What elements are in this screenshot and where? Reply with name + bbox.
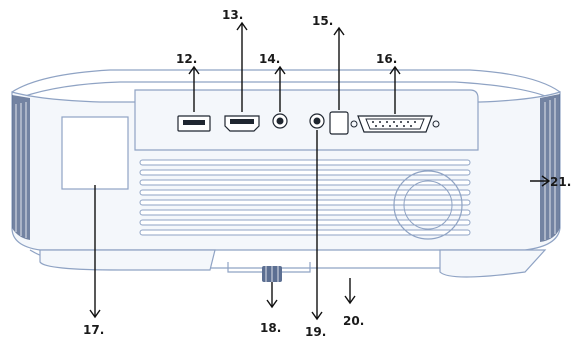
right-side-grille [540,94,560,242]
callout-17: 17. [83,323,104,337]
vent-slot [139,159,471,166]
callout-12: 12. [176,52,197,66]
vent-slot [139,189,471,196]
callout-13: 13. [222,8,243,22]
callout-21: 21. [550,175,571,189]
label-sticker-area [61,116,129,190]
vent-slot [139,209,471,216]
adjustable-foot[interactable] [262,266,282,282]
av-in-jack[interactable] [309,113,325,129]
callout-labels: 12. 13. 14. 15. 16. 17. 18. 19. 20. 21. [83,8,571,339]
vent-slot [139,229,471,236]
power-dc-port[interactable] [329,111,349,135]
vent-slot [139,199,471,206]
vga-port[interactable] [350,115,440,133]
vent-slot [139,179,471,186]
callout-14: 14. [259,52,280,66]
audio-out-jack[interactable] [272,113,288,129]
left-side-grille [12,95,30,240]
usb-port[interactable] [177,115,211,132]
port-panel [134,89,479,151]
callout-arrows [89,21,551,321]
speaker-grille [393,170,463,240]
callout-18: 18. [260,321,281,335]
vent-slot [139,169,471,176]
callout-15: 15. [312,14,333,28]
hdmi-port[interactable] [224,115,260,132]
callout-19: 19. [305,325,326,339]
callout-16: 16. [376,52,397,66]
vent-slots [139,159,471,236]
vent-slot [139,219,471,226]
callout-20: 20. [343,314,364,328]
